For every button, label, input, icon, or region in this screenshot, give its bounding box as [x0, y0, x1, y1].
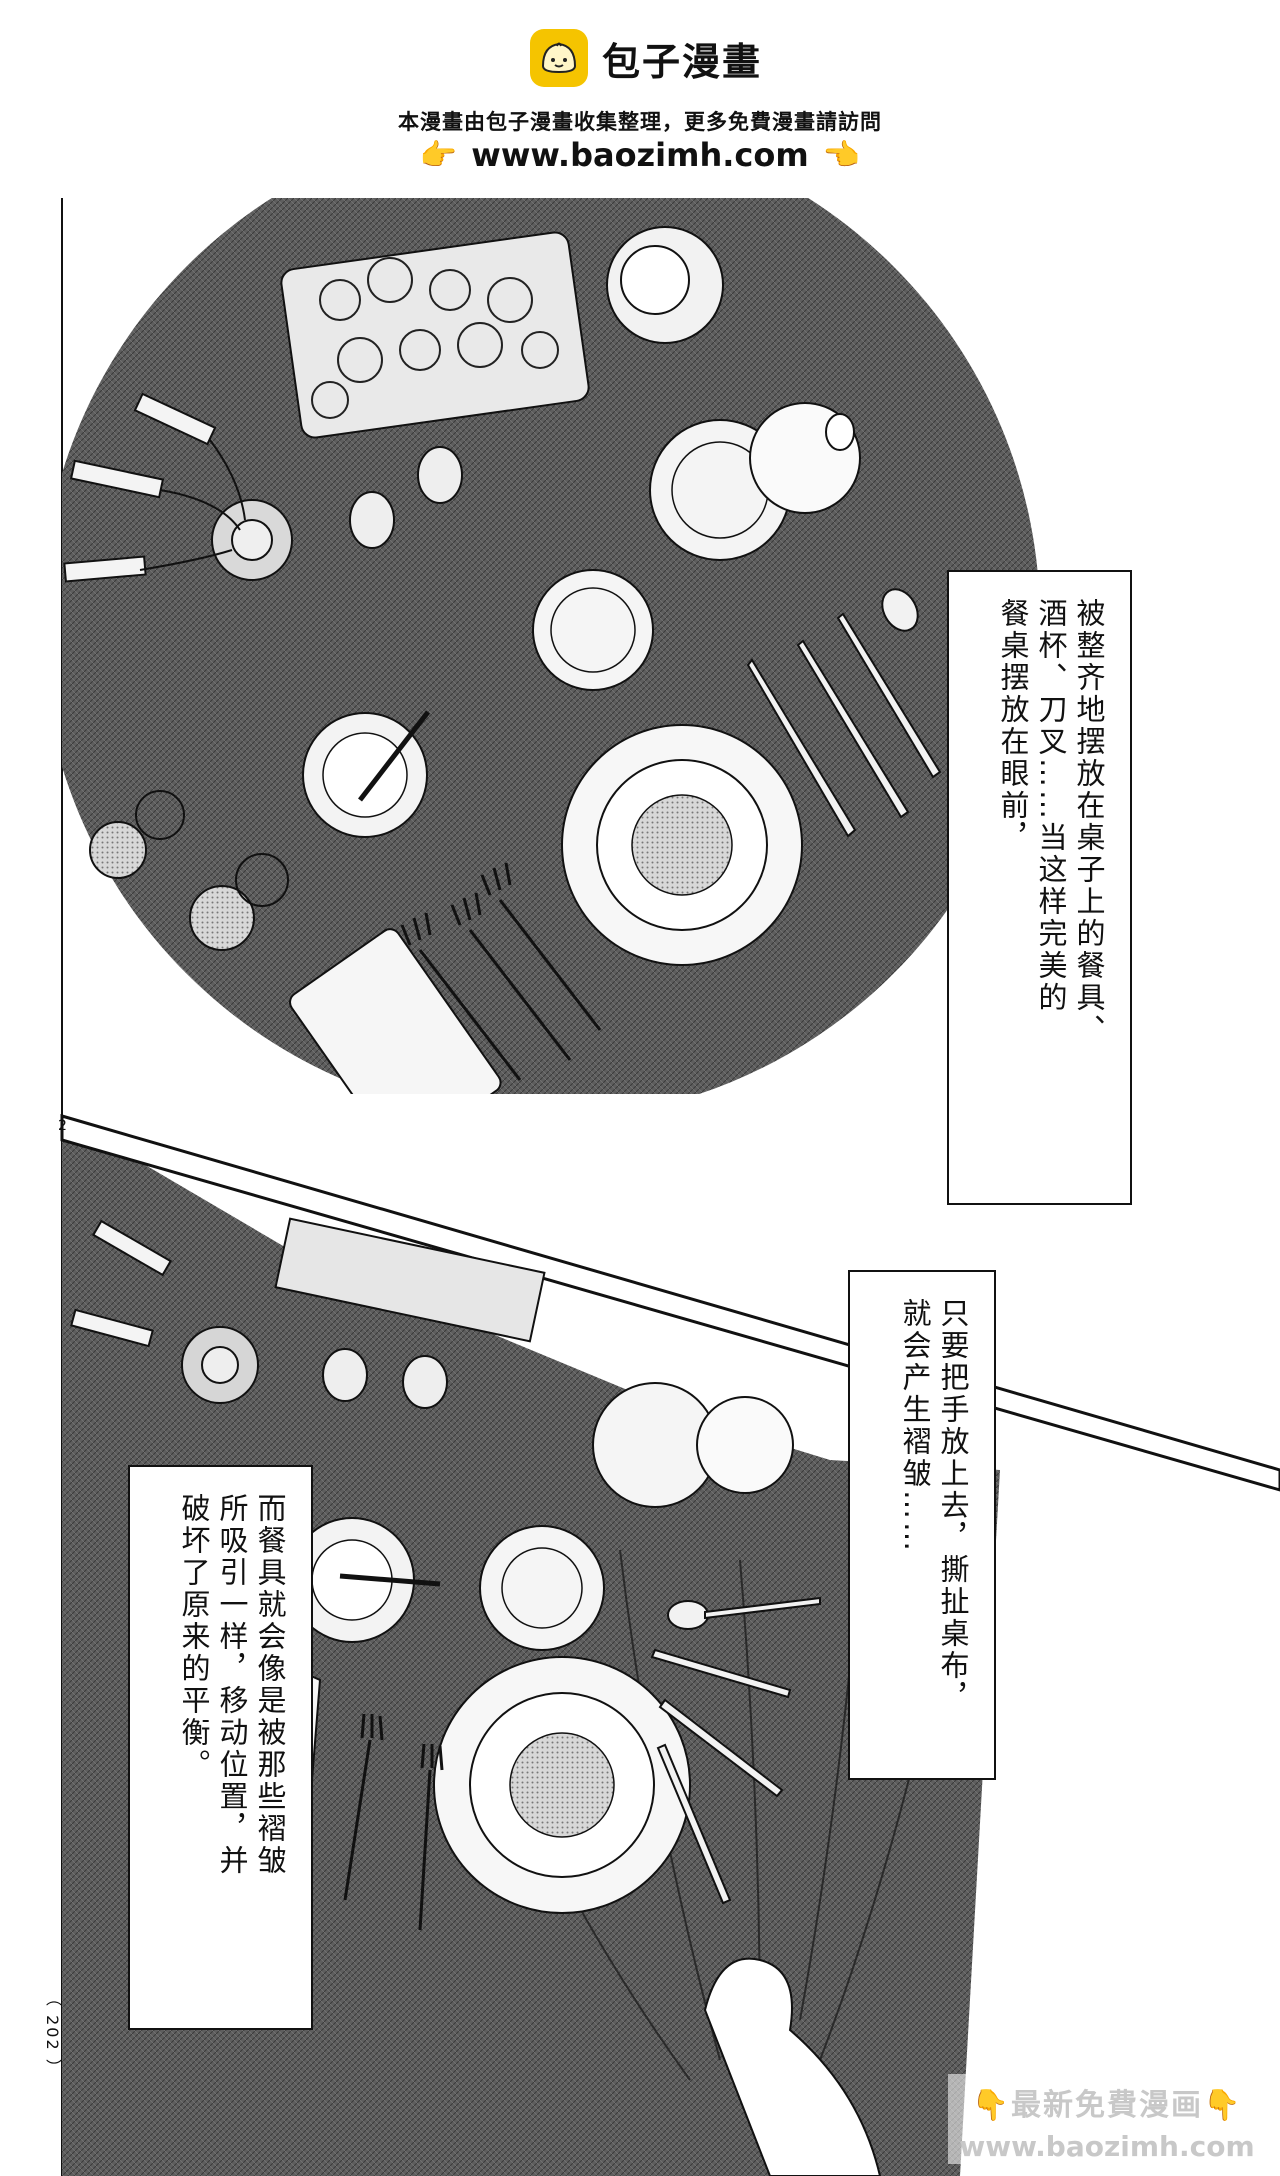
- page-number: （ 202 ）: [43, 1990, 62, 2077]
- soup-bowl: [509, 1732, 615, 1838]
- top-panel: [62, 198, 1040, 1094]
- caption-middle: 只要把手放上去，撕扯桌布， 就会产生褶皱……: [848, 1270, 996, 1780]
- fork: [343, 1713, 384, 1901]
- logo-title: 包子漫畫: [602, 39, 763, 84]
- hand: [703, 1957, 882, 2176]
- salt-shaker: [349, 491, 395, 549]
- wine-glass: [189, 885, 255, 951]
- watermark: 👇最新免費漫画👇 www.baozimh.com: [948, 2074, 1266, 2164]
- bread-plate: [479, 1525, 605, 1651]
- napkin: [289, 928, 502, 1094]
- pepper-shaker: [417, 446, 463, 504]
- site-url-row[interactable]: 👉 www.baozimh.com 👈: [0, 136, 1280, 174]
- knife: [796, 639, 910, 819]
- teapot: [696, 1396, 794, 1494]
- fork: [450, 892, 572, 1061]
- candelabra: [63, 392, 293, 583]
- caption-left: 而餐具就会像是被那些褶皱 所吸引一样，移动位置，并 破坏了原来的平衡。: [128, 1465, 313, 2030]
- pointing-down-icon: 👇: [1203, 2088, 1243, 2123]
- panel-number: 2: [58, 1118, 67, 1134]
- pepper-shaker: [402, 1355, 448, 1409]
- site-url[interactable]: www.baozimh.com: [471, 136, 809, 174]
- watermark-line1: 👇最新免費漫画👇: [971, 2088, 1243, 2123]
- spoon: [667, 1600, 709, 1630]
- site-logo[interactable]: 包子漫畫: [530, 28, 762, 88]
- pointing-right-icon: 👉: [419, 137, 458, 173]
- knife: [656, 1743, 732, 1905]
- knife: [658, 1698, 784, 1798]
- pointing-down-icon: 👇: [971, 2088, 1011, 2123]
- fork: [480, 862, 602, 1031]
- fork: [400, 912, 522, 1081]
- salt-shaker: [322, 1348, 368, 1402]
- knife: [836, 612, 942, 779]
- spoon: [881, 588, 919, 632]
- fork: [418, 1743, 444, 1931]
- knife: [746, 658, 857, 838]
- wine-glass: [89, 821, 147, 879]
- flower-arrangement: [274, 1217, 546, 1343]
- bun-icon: [530, 29, 588, 87]
- site-notice: 本漫畫由包子漫畫收集整理，更多免費漫畫請訪問: [398, 110, 882, 134]
- candelabra: [70, 1219, 259, 1404]
- watermark-url: www.baozimh.com: [959, 2130, 1255, 2163]
- caption-top: 被整齐地摆放在桌子上的餐具、 酒杯、刀叉……当这样完美的 餐桌摆放在眼前，: [947, 570, 1132, 1205]
- flower-arrangement: [280, 231, 590, 439]
- knife: [650, 1648, 792, 1699]
- soup-bowl: [631, 794, 733, 896]
- pointing-left-icon: 👈: [822, 137, 861, 173]
- site-header: 包子漫畫 本漫畫由包子漫畫收集整理，更多免費漫畫請訪問 👉 www.baozim…: [0, 0, 1280, 190]
